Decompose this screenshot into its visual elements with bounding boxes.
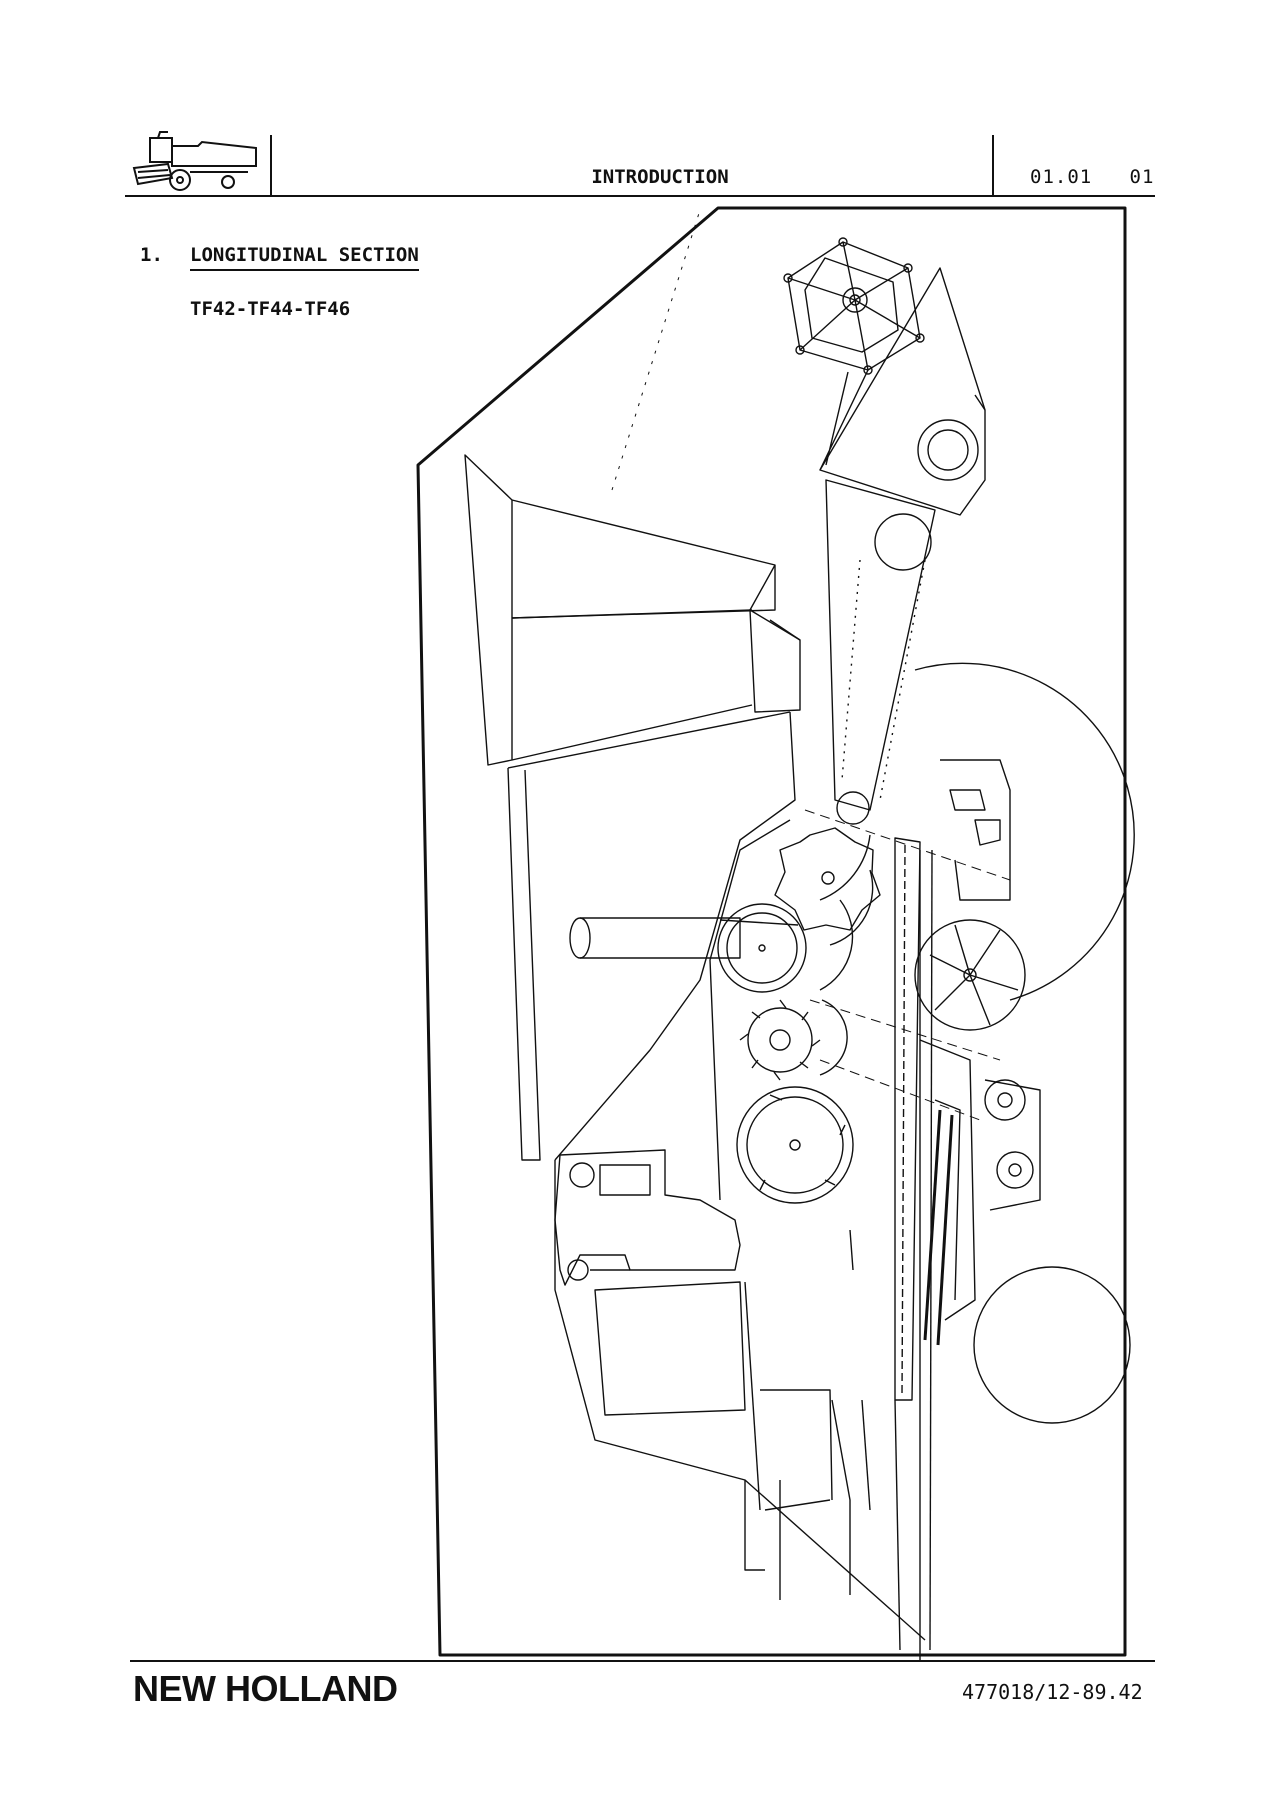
footer-rule xyxy=(130,1660,1155,1662)
header-divider xyxy=(992,135,994,197)
document-number: 477018/12-89.42 xyxy=(962,1680,1143,1704)
combine-harvester-icon xyxy=(132,131,257,191)
section-number: 1. xyxy=(140,244,163,266)
reel xyxy=(783,237,925,471)
beater xyxy=(774,827,881,946)
page-header: INTRODUCTION 01.01 01 xyxy=(0,0,1273,200)
cleaning-fan xyxy=(914,919,1026,1031)
brand-name: NEW HOLLAND xyxy=(133,1668,398,1709)
section-heading: 1. LONGITUDINAL SECTION xyxy=(140,244,419,271)
section-title: LONGITUDINAL SECTION xyxy=(190,244,419,271)
header-rule xyxy=(125,195,1155,197)
threshing-drum xyxy=(717,903,807,993)
model-list: TF42-TF44-TF46 xyxy=(190,298,351,320)
section-page-code: 01.01 01 xyxy=(1030,166,1154,188)
page-title: INTRODUCTION xyxy=(591,166,729,188)
rotary-separator xyxy=(736,1086,854,1204)
header-divider xyxy=(270,135,272,197)
page-number: 01 xyxy=(1129,166,1155,188)
separator-drum xyxy=(739,999,821,1081)
section-code: 01.01 xyxy=(1030,166,1093,188)
